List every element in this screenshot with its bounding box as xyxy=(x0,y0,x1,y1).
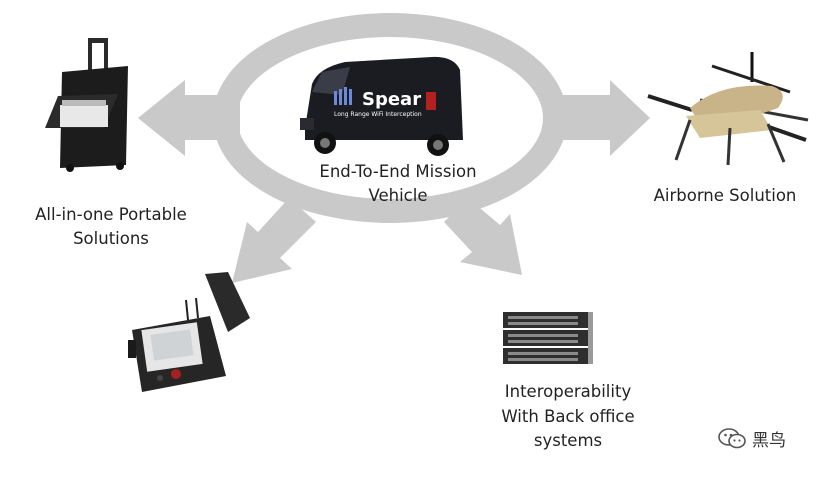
hub-label-line-1: End-To-End Mission xyxy=(319,162,477,181)
rolling-case-icon xyxy=(45,38,128,172)
portable-label-line-1: All-in-one Portable xyxy=(35,205,187,224)
watermark-text: 黑鸟 xyxy=(752,430,786,451)
van-logo-text: Spear xyxy=(362,89,421,110)
server-rack-icon xyxy=(503,312,593,364)
van-image: Spear Long Range WiFi Interception xyxy=(300,56,463,156)
hub-label-line-2: Vehicle xyxy=(368,186,428,205)
watermark: 黑鸟 xyxy=(718,426,786,451)
wechat-icon xyxy=(718,428,746,449)
hub-label: End-To-End Mission Vehicle xyxy=(298,160,498,208)
arrows xyxy=(138,80,650,283)
airborne-label: Airborne Solution xyxy=(640,184,810,208)
drone-icon xyxy=(647,52,809,166)
portable-label: All-in-one Portable Solutions xyxy=(16,203,206,251)
backoffice-label-line-3: systems xyxy=(533,431,603,450)
arrow-down-left xyxy=(232,198,316,283)
airborne-label-line-1: Airborne Solution xyxy=(653,186,797,205)
arrow-right xyxy=(548,80,650,156)
logo-mark xyxy=(334,87,352,105)
backoffice-label: Interoperability With Back office system… xyxy=(478,380,658,454)
van-tagline: Long Range WiFi Interception xyxy=(334,111,422,118)
backoffice-label-line-1: Interoperability xyxy=(504,382,632,401)
portable-label-line-2: Solutions xyxy=(73,229,149,248)
arrow-down-right xyxy=(444,198,522,275)
backoffice-label-line-2: With Back office xyxy=(501,406,635,426)
arrow-left xyxy=(138,80,240,156)
rugged-case-icon xyxy=(128,272,250,392)
